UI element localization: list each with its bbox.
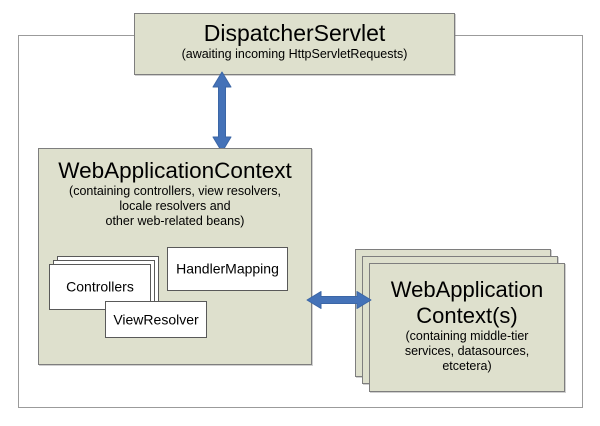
root-contexts-title-line2: Context(s) [416,303,518,328]
root-contexts-subtitle-line1: (containing middle-tier [405,329,529,343]
root-web-application-contexts-box[interactable]: WebApplication Context(s) (containing mi… [369,263,565,392]
view-resolver-box[interactable]: ViewResolver [105,301,207,338]
handler-mapping-label: HandlerMapping [176,260,279,277]
handler-mapping-box[interactable]: HandlerMapping [167,247,288,291]
root-contexts-title-line1: WebApplication [390,277,544,302]
dispatcher-servlet-box[interactable]: DispatcherServlet (awaiting incoming Htt… [134,13,455,75]
root-contexts-subtitle-line2: services, datasources, [404,344,530,358]
controllers-label: Controllers [66,278,134,295]
web-application-context-subtitle-line1: (containing controllers, view resolvers, [69,184,281,198]
dispatcher-servlet-title: DispatcherServlet [203,20,386,46]
root-contexts-subtitle-line3: etcetera) [442,359,492,373]
web-application-context-subtitle-line3: other web-related beans) [105,214,245,228]
web-application-context-title: WebApplicationContext [58,158,292,183]
web-application-context-subtitle-line2: locale resolvers and [119,199,231,213]
dispatcher-servlet-subtitle: (awaiting incoming HttpServletRequests) [181,47,408,61]
connector-dispatcher-to-web-context-icon [206,70,238,154]
view-resolver-label: ViewResolver [113,311,199,327]
connector-web-context-to-root-contexts-icon [305,285,373,315]
